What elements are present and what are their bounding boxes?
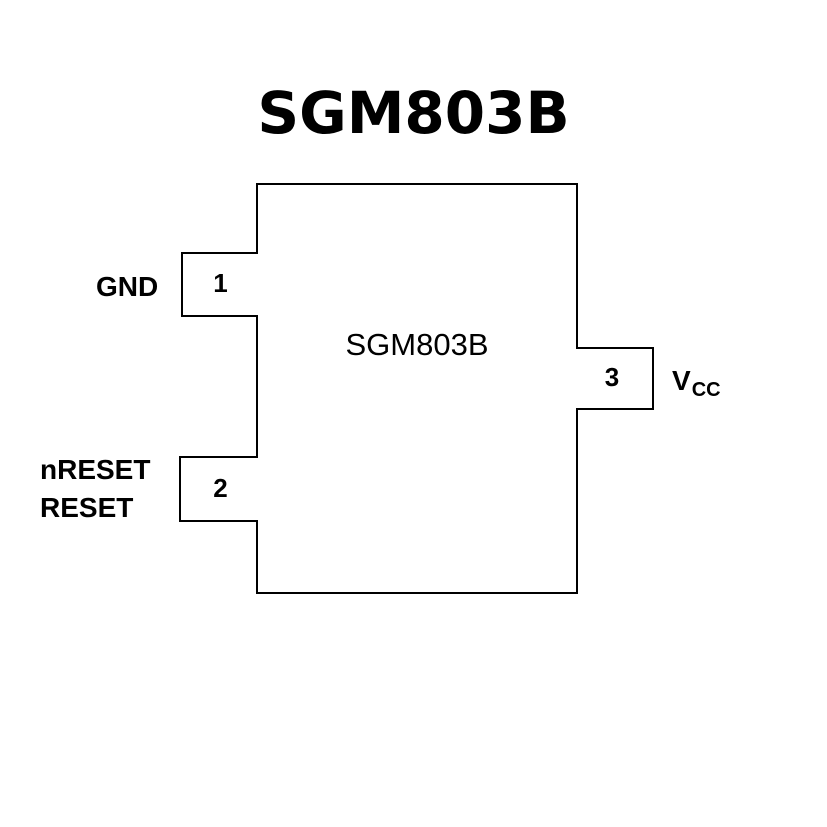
pin-2-name-line-2: RESET bbox=[40, 492, 134, 523]
pin-1-number: 1 bbox=[213, 268, 228, 298]
pin-3-name-main: V bbox=[672, 365, 691, 396]
pin-2-name: nRESET RESET bbox=[40, 451, 150, 527]
chip-body bbox=[256, 183, 578, 594]
pin-3-box: 3 bbox=[576, 347, 654, 410]
pin-2-box: 2 bbox=[179, 456, 258, 522]
pin-1-box: 1 bbox=[181, 252, 258, 317]
pin-2-name-line-1: nRESET bbox=[40, 454, 151, 485]
diagram-title: SGM803B bbox=[257, 79, 570, 147]
chip-label: SGM803B bbox=[345, 327, 489, 362]
pin-3-name: VCC bbox=[672, 364, 721, 401]
pin-3-name-subscript: CC bbox=[691, 379, 721, 401]
pin-1-name: GND bbox=[96, 271, 159, 302]
pin-3-number: 3 bbox=[604, 362, 620, 392]
pin-2-number: 2 bbox=[213, 472, 228, 503]
